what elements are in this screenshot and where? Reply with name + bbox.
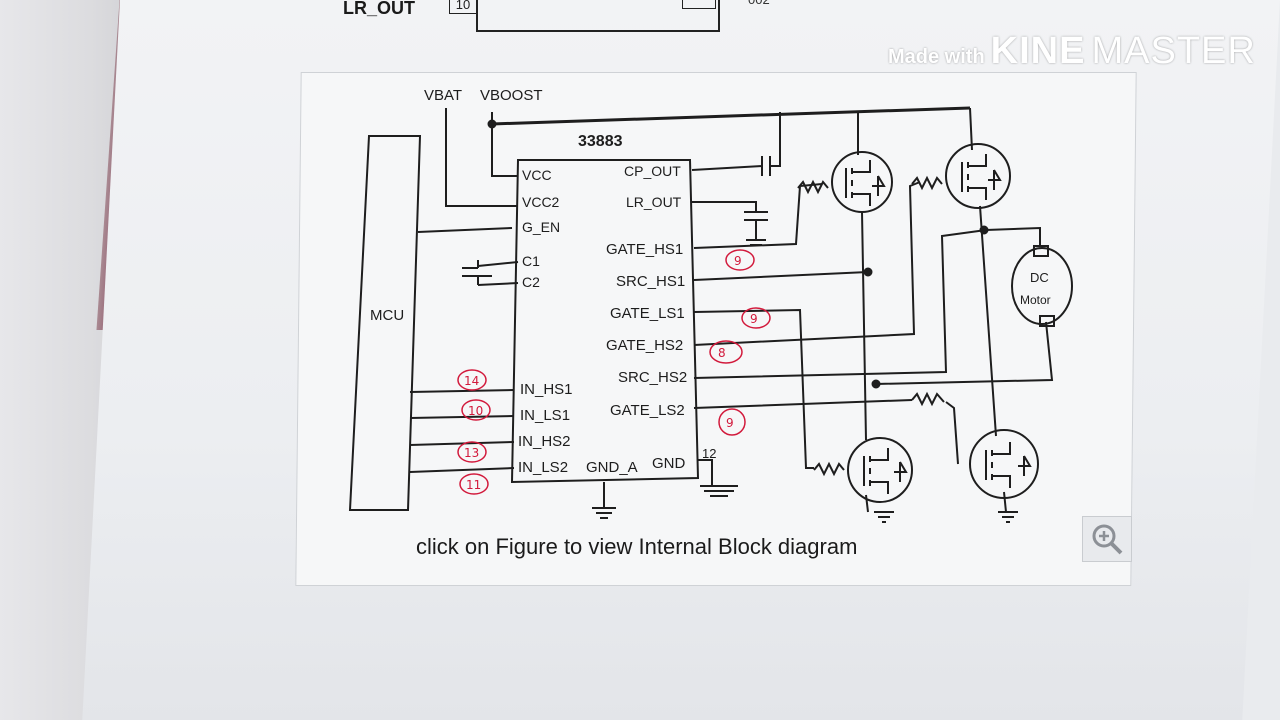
chip-box <box>510 159 700 484</box>
watermark-brand-bold: KINE <box>990 30 1086 72</box>
top-chip-outline <box>476 0 720 32</box>
vbat-label: VBAT <box>424 87 462 104</box>
pin-vcc2: VCC2 <box>522 194 560 210</box>
note-in-ls1: 10 <box>468 404 483 418</box>
pin-cp-out: CP_OUT <box>624 163 681 179</box>
pin-g-en: G_EN <box>522 219 560 235</box>
mcu-box <box>348 135 422 511</box>
mosfet-ls1 <box>847 437 913 503</box>
pin-in-ls1: IN_LS1 <box>520 407 570 424</box>
note-gate-hs1: 9 <box>734 254 742 268</box>
motor-label-motor: Motor <box>1020 293 1051 307</box>
mosfet-ls2 <box>969 429 1039 499</box>
note-in-ls2: 11 <box>466 478 481 492</box>
pin-twelve: 12 <box>702 446 716 461</box>
note-in-hs2: 13 <box>464 446 479 460</box>
dc-motor <box>1011 247 1073 325</box>
watermark-made-with: Made with <box>888 46 985 68</box>
top-trailing-text: 002 <box>748 0 770 7</box>
top-lr-out-label: LR_OUT <box>343 0 415 18</box>
pin-c2: C2 <box>522 274 540 290</box>
pin-src-hs1: SRC_HS1 <box>616 273 685 290</box>
figure-caption-link[interactable]: click on Figure to view Internal Block d… <box>416 534 858 559</box>
motor-label-dc: DC <box>1030 270 1049 285</box>
mcu-label: MCU <box>370 307 404 324</box>
pin-gnd: GND <box>652 455 686 472</box>
watermark-brand-rest: MASTER <box>1091 30 1256 72</box>
pin-lr-out: LR_OUT <box>626 194 682 210</box>
note-in-hs1: 14 <box>464 374 479 388</box>
mosfet-hs2 <box>945 143 1011 209</box>
note-gate-ls1: 9 <box>750 312 758 326</box>
top-right-pin-box <box>682 0 716 9</box>
pin-gate-ls1: GATE_LS1 <box>610 305 685 322</box>
pin-src-hs2: SRC_HS2 <box>618 369 687 386</box>
pin-gate-hs1: GATE_HS1 <box>606 241 683 258</box>
pin-gate-ls2: GATE_LS2 <box>610 402 685 419</box>
note-gate-hs2: 8 <box>718 346 726 360</box>
pin-in-hs2: IN_HS2 <box>518 433 571 450</box>
note-gate-ls2: 9 <box>726 416 734 430</box>
pin-vcc: VCC <box>522 167 552 183</box>
vboost-label: VBOOST <box>480 87 543 104</box>
chip-name: 33883 <box>578 133 623 150</box>
pin-in-ls2: IN_LS2 <box>518 459 568 476</box>
magnifier-zoom-icon[interactable] <box>1082 516 1132 562</box>
pin-c1: C1 <box>522 253 540 269</box>
pin-in-hs1: IN_HS1 <box>520 381 573 398</box>
pin-gate-hs2: GATE_HS2 <box>606 337 683 354</box>
pin-gnd-a: GND_A <box>586 459 638 476</box>
mosfet-hs1 <box>831 151 893 213</box>
